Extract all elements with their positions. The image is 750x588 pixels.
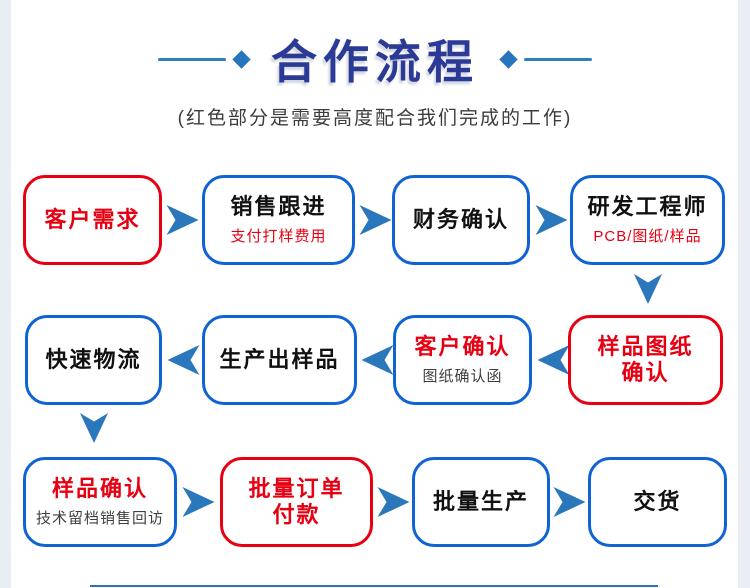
page-subtitle: (红色部分是需要高度配合我们完成的工作) xyxy=(177,108,573,129)
decor-line-left xyxy=(158,57,226,61)
node-title: 交货 xyxy=(633,488,682,514)
bottom-divider xyxy=(90,585,658,587)
node-title: 客户需求 xyxy=(44,206,141,232)
arrow-left-icon xyxy=(537,345,570,375)
node-title: 财务确认 xyxy=(412,206,509,232)
decor-line-right xyxy=(524,57,592,61)
node-title: 快速物流 xyxy=(45,346,142,372)
node-title: 生产出样品 xyxy=(219,346,340,372)
flow-node-sales-follow-up: 销售跟进 支付打样费用 xyxy=(202,175,355,265)
flow-node-bulk-order-payment: 批量订单 付款 xyxy=(220,457,373,547)
arrow-left-icon xyxy=(167,345,200,375)
arrow-left-icon xyxy=(361,345,394,375)
node-title: 批量订单 xyxy=(248,475,345,501)
arrow-right-icon xyxy=(166,205,199,235)
node-title: 客户确认 xyxy=(414,333,511,359)
diamond-icon xyxy=(499,49,518,69)
arrow-right-icon xyxy=(377,487,410,517)
node-title: 样品图纸 xyxy=(597,333,694,359)
page-title: 合作流程 xyxy=(271,36,479,88)
node-title: 样品确认 xyxy=(51,475,148,501)
header: 合作流程 xyxy=(0,26,750,92)
flow-node-customer-confirm: 客户确认 图纸确认函 xyxy=(393,315,532,405)
node-title: 批量生产 xyxy=(432,488,529,514)
flow-node-fast-logistics: 快速物流 xyxy=(25,315,162,405)
node-title-line2: 付款 xyxy=(272,502,321,527)
node-subtitle: PCB/图纸/样品 xyxy=(593,228,702,246)
arrow-right-icon xyxy=(182,487,215,517)
flow-node-produce-sample: 生产出样品 xyxy=(202,315,357,405)
flow-node-rd-engineer: 研发工程师 PCB/图纸/样品 xyxy=(570,175,725,265)
arrow-down-icon xyxy=(79,413,109,443)
flow-node-finance-confirm: 财务确认 xyxy=(392,175,530,265)
node-title-line2: 确认 xyxy=(621,360,670,385)
node-subtitle: 技术留档销售回访 xyxy=(35,510,164,528)
arrow-right-icon xyxy=(535,205,568,235)
left-margin-strip xyxy=(0,0,11,588)
arrow-right-icon xyxy=(553,487,586,517)
flow-node-bulk-production: 批量生产 xyxy=(412,457,550,547)
node-title: 研发工程师 xyxy=(587,193,708,219)
node-title: 销售跟进 xyxy=(230,193,327,219)
flow-node-sample-drawing-confirm: 样品图纸 确认 xyxy=(568,315,723,405)
right-margin-strip xyxy=(738,0,750,588)
flow-node-sample-confirm: 样品确认 技术留档销售回访 xyxy=(23,457,177,547)
node-subtitle: 图纸确认函 xyxy=(422,368,503,386)
flow-node-customer-demand: 客户需求 xyxy=(23,175,162,265)
diamond-icon xyxy=(232,49,251,69)
arrow-right-icon xyxy=(359,205,392,235)
node-subtitle: 支付打样费用 xyxy=(230,228,327,246)
arrow-down-icon xyxy=(633,274,663,304)
flow-node-delivery: 交货 xyxy=(588,457,727,547)
